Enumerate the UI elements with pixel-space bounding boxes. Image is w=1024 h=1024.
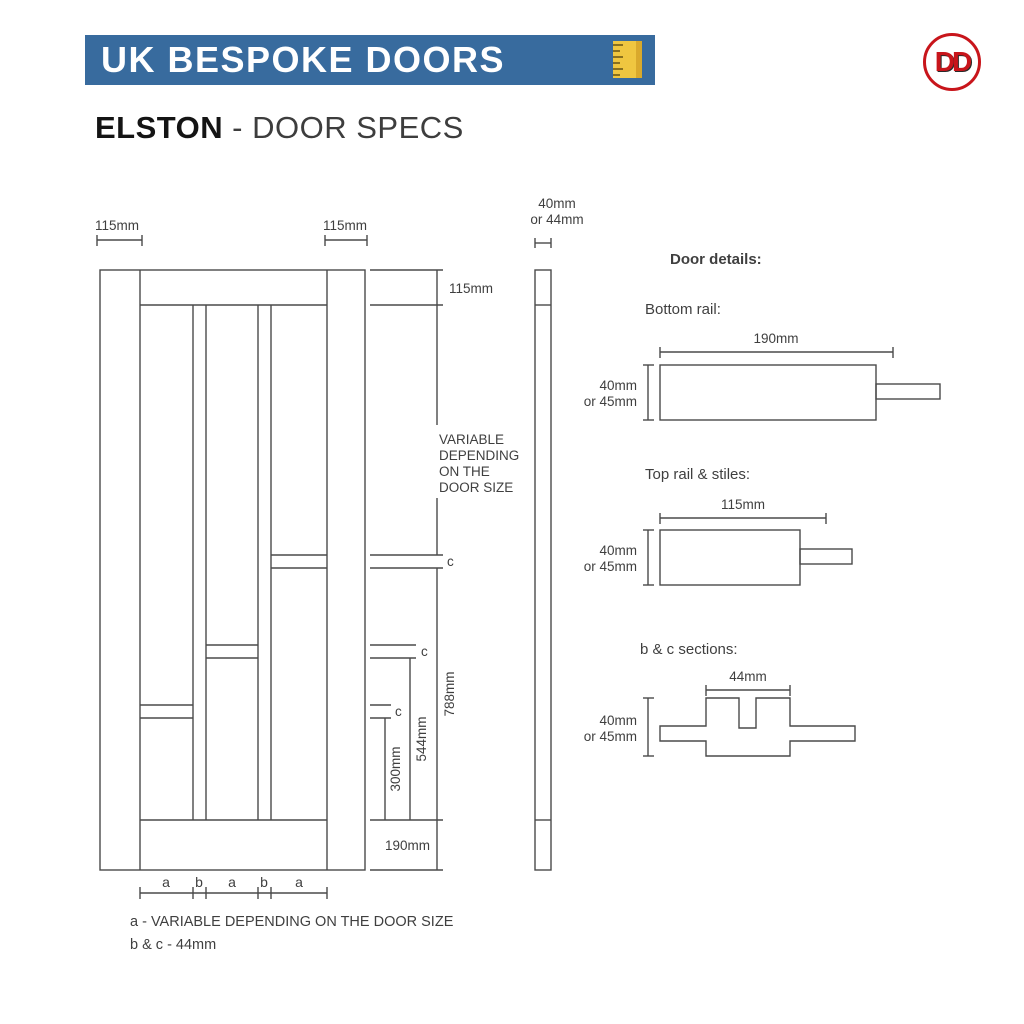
top-rail-width-label: 115mm	[720, 497, 766, 512]
dd-logo-text: DD	[934, 46, 972, 77]
bottom-rail-thickness-label: 40mm or 45mm	[583, 378, 637, 409]
side-view-drawing	[534, 238, 552, 871]
front-view-dimensions	[96, 235, 443, 899]
banner-title: UK BESPOKE DOORS	[101, 39, 506, 80]
dim-top-rail: 115mm	[449, 281, 494, 296]
c-label-bottom: c	[395, 704, 402, 719]
header-banner: UK BESPOKE DOORS	[85, 35, 655, 85]
segment-label-b2: b	[260, 874, 268, 890]
dim-544: 544mm	[414, 716, 430, 762]
segment-label-a1: a	[162, 874, 170, 890]
front-view-drawing	[99, 269, 366, 871]
bc-width-label: 44mm	[729, 669, 767, 684]
bc-thickness-label: 40mm or 45mm	[583, 713, 637, 744]
dim-300: 300mm	[388, 746, 404, 792]
dim-left-stile: 115mm	[95, 218, 140, 233]
c-label-middle: c	[421, 644, 428, 659]
bc-sections-drawing	[643, 685, 856, 757]
top-rail-thickness-label: 40mm or 45mm	[583, 543, 637, 574]
bottom-rail-drawing	[643, 347, 941, 421]
footnote-bc: b & c - 44mm	[130, 937, 217, 953]
dim-bottom-rail: 190mm	[384, 838, 430, 853]
segment-label-b1: b	[195, 874, 203, 890]
top-rail-drawing	[643, 513, 853, 586]
c-label-top: c	[447, 554, 454, 569]
door-details-heading: Door details:	[670, 251, 762, 268]
page-title: ELSTON- DOOR SPECS	[95, 110, 464, 146]
dim-788: 788mm	[442, 671, 458, 717]
ruler-icon	[613, 41, 642, 78]
bottom-rail-label: Bottom rail:	[645, 301, 721, 318]
footnote-a: a - VARIABLE DEPENDING ON THE DOOR SIZE	[130, 914, 454, 930]
bottom-rail-width-label: 190mm	[753, 331, 799, 346]
top-rail-label: Top rail & stiles:	[645, 466, 751, 483]
side-thickness-label: 40mm or 44mm	[530, 196, 584, 227]
dd-logo: DD	[923, 33, 981, 91]
title-specs-suffix: - DOOR SPECS	[232, 110, 464, 145]
dim-right-stile: 115mm	[323, 218, 368, 233]
title-door-name: ELSTON	[95, 110, 224, 145]
variable-note: VARIABLE DEPENDING ON THE DOOR SIZE	[439, 432, 520, 495]
bc-sections-label: b & c sections:	[640, 641, 738, 658]
segment-label-a2: a	[228, 874, 236, 890]
segment-label-a3: a	[295, 874, 303, 890]
